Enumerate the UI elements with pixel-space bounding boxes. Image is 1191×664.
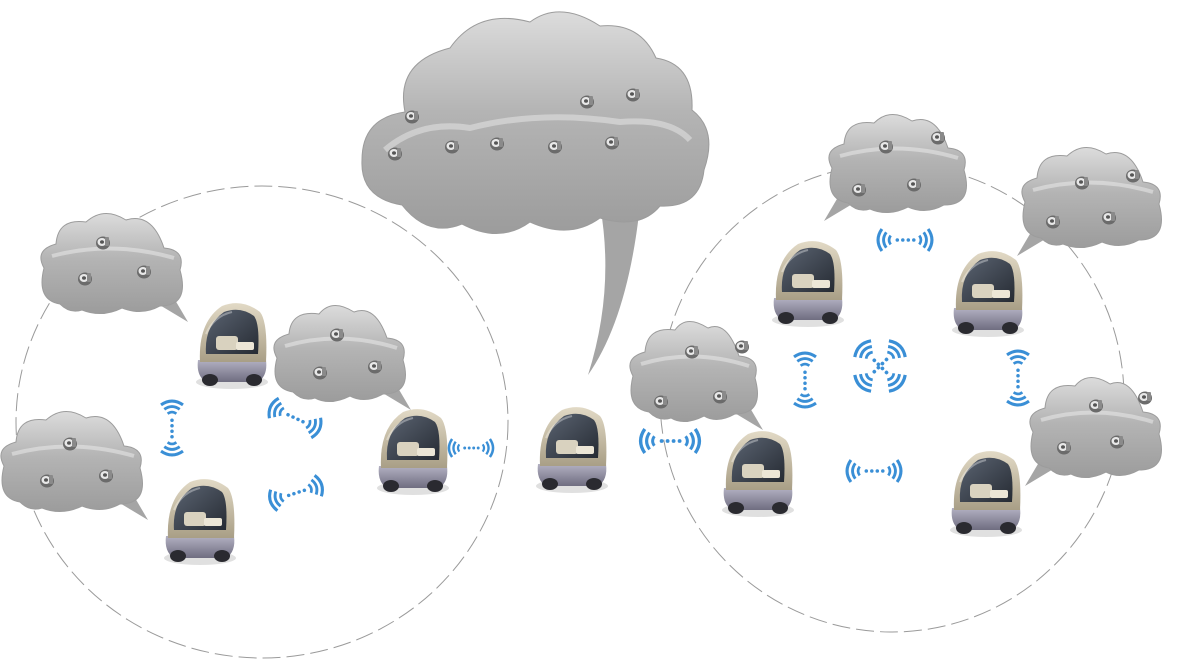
small-cloud — [1025, 377, 1162, 486]
device-icon — [78, 272, 92, 286]
small-clouds — [0, 114, 1162, 520]
device-icon — [96, 236, 110, 250]
device-icon — [40, 474, 54, 488]
device-icon — [99, 469, 113, 483]
autonomous-car-icon — [949, 450, 1023, 538]
device-icon — [1057, 441, 1071, 455]
device-icon — [1126, 169, 1140, 183]
device-icon — [879, 140, 893, 154]
device-icon — [405, 110, 419, 124]
wireless-signal-icon — [266, 397, 324, 440]
autonomous-car-icon — [535, 406, 609, 494]
device-icon — [1089, 399, 1103, 413]
wireless-signal-icon — [1007, 351, 1029, 405]
small-cloud — [0, 411, 148, 520]
device-icon — [1102, 211, 1116, 225]
wireless-signal-icon — [794, 353, 816, 407]
device-icon — [548, 140, 562, 154]
device-icon — [605, 136, 619, 150]
device-icon — [490, 137, 504, 151]
autonomous-car-icon — [376, 408, 450, 496]
autonomous-car-icon — [195, 302, 269, 390]
autonomous-car-icon — [771, 240, 845, 328]
device-icon — [626, 88, 640, 102]
wireless-signal-icon — [847, 460, 901, 482]
device-icon — [852, 183, 866, 197]
device-icon — [368, 360, 382, 374]
vehicles — [163, 240, 1025, 566]
autonomous-car-icon — [721, 430, 795, 518]
device-icon — [1110, 435, 1124, 449]
wireless-signal-icon — [161, 401, 183, 455]
small-cloud — [1017, 147, 1162, 256]
wireless-signal-icon — [641, 429, 700, 453]
small-cloud — [273, 305, 411, 410]
wireless-signal-icon — [267, 474, 325, 512]
large-cloud — [361, 11, 710, 375]
device-icon — [654, 395, 668, 409]
autonomous-car-icon — [163, 478, 237, 566]
device-icon — [735, 340, 749, 354]
device-icon — [313, 366, 327, 380]
device-icon — [388, 147, 402, 161]
device-icon — [580, 95, 594, 109]
device-icon — [330, 328, 344, 342]
wireless-signal-icon — [878, 229, 932, 251]
left-cluster-circle — [15, 185, 509, 659]
device-icon — [713, 390, 727, 404]
device-icon — [1138, 391, 1152, 405]
device-icon — [445, 140, 459, 154]
device-icon — [685, 345, 699, 359]
device-icon — [931, 131, 945, 145]
device-icon — [63, 437, 77, 451]
device-icon — [1046, 215, 1060, 229]
autonomous-car-icon — [951, 250, 1025, 338]
wireless-signal-icon — [449, 439, 493, 457]
device-icon — [907, 178, 921, 192]
small-cloud — [824, 114, 967, 221]
device-icon — [137, 265, 151, 279]
small-cloud — [40, 213, 188, 322]
device-icon — [1075, 176, 1089, 190]
small-cloud — [629, 321, 763, 430]
